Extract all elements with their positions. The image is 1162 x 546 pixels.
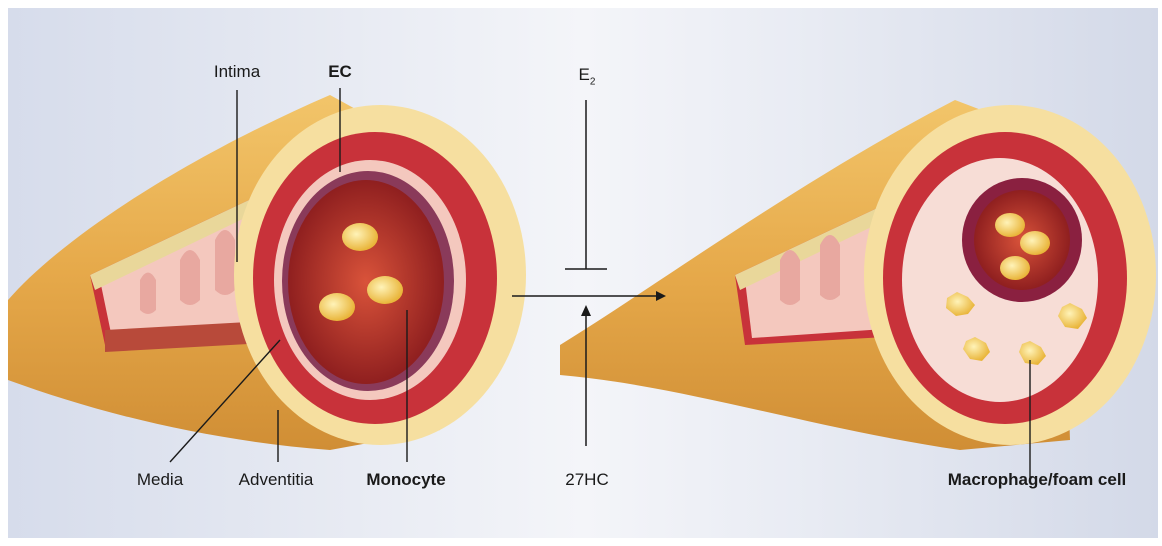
label-media: Media [137, 470, 183, 490]
e2-subscript: 2 [590, 76, 596, 87]
label-macrophage: Macrophage/foam cell [948, 470, 1127, 490]
signaling [512, 100, 666, 446]
label-monocyte: Monocyte [366, 470, 445, 490]
left-vessel [8, 95, 526, 450]
label-intima: Intima [214, 62, 260, 82]
label-ec: EC [328, 62, 352, 82]
label-e2: E2 [579, 65, 596, 87]
e2-base: E [579, 65, 590, 84]
right-vessel [560, 100, 1156, 450]
label-27hc: 27HC [565, 470, 608, 490]
activation-head [581, 305, 591, 316]
label-adventitia: Adventitia [239, 470, 314, 490]
